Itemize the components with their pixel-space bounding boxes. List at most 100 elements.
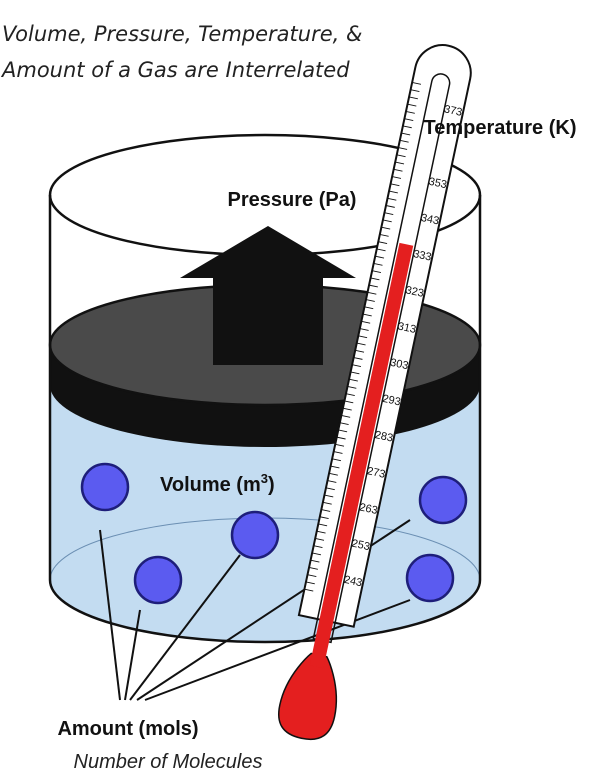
thermometer-ticks [304,82,422,592]
pointer-line [124,609,141,701]
thermometer-tick [315,538,325,541]
thermometer-tick [375,255,385,259]
molecules-label: Number of Molecules [74,751,263,773]
thermometer-tick [341,414,351,418]
thermometer-tick [333,451,343,454]
thermometer-tick [396,154,406,158]
thermometer-tube [312,73,451,644]
thermometer-scale-label: 283 [374,429,394,445]
thermometer-tick [336,436,346,440]
thermometer-scale-label: 333 [412,248,432,264]
thermometer-tick [316,530,326,534]
thermometer-tick [350,371,360,375]
thermometer-scale-label: 293 [381,393,401,409]
thermometer-tick [308,566,318,570]
thermometer-tick [353,357,363,360]
thermometer-tick [325,487,335,491]
thermometer-tick [373,262,383,266]
thermometer-scale-label: 263 [358,501,378,517]
thermometer-tick [399,139,409,143]
molecule-icon [418,475,468,525]
pointer-line [144,599,411,701]
thermometer-tick [379,234,389,237]
thermometer-tick [347,386,357,389]
thermometer-tick [393,168,403,172]
thermometer-tick [338,429,348,433]
thermometer-tick [382,219,392,223]
thermometer-tick [401,132,411,136]
thermometer-tick [304,588,314,592]
thermometer-tick [313,545,323,549]
thermometer-tick [319,516,329,520]
thermometer-tick [359,328,369,331]
thermometer-tick [408,96,418,100]
molecule-icon [80,462,130,512]
diagram-title-line-1: Volume, Pressure, Temperature, & [2,22,363,46]
thermometer-tick [402,125,412,129]
thermometer-tick [390,183,400,187]
thermometer-tick [372,270,382,273]
thermometer-tick [328,472,338,476]
thermometer-bulb [278,652,338,740]
thermometer-scale-label: 373 [443,103,463,119]
thermometer-scale-label: 323 [404,284,424,300]
thermometer-tick [405,110,415,114]
thermometer-tick [307,574,317,577]
thermometer-tick [342,407,352,411]
thermometer-tick [321,509,331,512]
thermometer-tick [368,284,378,288]
pointer-line [99,529,121,701]
volume-label-text: Volume (m [160,474,261,496]
thermometer-scale-label: 353 [427,176,447,192]
thermometer-scale-label: 243 [343,574,363,590]
thermometer-tick [387,197,397,201]
thermometer-tick [327,480,337,483]
thermometer-tick [404,118,414,121]
thermometer-tick [335,443,345,447]
volume-label: Volume (m3) [160,471,275,496]
thermometer-tick [332,458,342,462]
thermometer-tick [339,422,349,425]
thermometer-tick [318,523,328,527]
molecule-icon [133,555,183,605]
thermometer-tick [364,306,374,310]
thermometer-tick [395,161,405,165]
thermometer-tick [384,212,394,216]
thermometer-tick [310,559,320,563]
thermometer-tick [362,313,372,317]
thermometer-tick [365,299,375,302]
volume-unit-exponent: 3 [261,471,268,486]
thermometer-tick [376,248,386,252]
thermometer-tick [370,277,380,281]
thermometer-scale-label: 273 [366,465,386,481]
thermometer-tick [305,581,315,585]
thermometer-tick [322,501,332,505]
diagram-title-line-2: Amount of a Gas are Interrelated [2,58,350,82]
pointer-line [129,554,241,701]
molecule-icon [405,553,455,603]
thermometer-scale-label: 303 [389,357,409,373]
volume-label-close: ) [268,474,275,496]
thermometer-tick [355,349,365,353]
thermometer-tick [392,176,402,179]
thermometer-tick [358,335,368,339]
thermometer-tick [388,190,398,194]
amount-label: Amount (mols) [57,718,198,740]
molecule-icon [230,510,280,560]
thermometer-tick [344,400,354,404]
thermometer-tick [356,342,366,346]
thermometer-tick [367,291,377,295]
thermometer-scale-label: 343 [420,212,440,228]
cylinder-bottom-edge [48,579,482,644]
thermometer-tick [352,364,362,368]
pressure-label: Pressure (Pa) [228,189,357,211]
thermometer-tick [385,205,395,208]
thermometer-tick [410,89,420,93]
thermometer-fluid [309,242,414,669]
thermometer-tick [398,147,408,150]
thermometer-tick [345,393,355,397]
